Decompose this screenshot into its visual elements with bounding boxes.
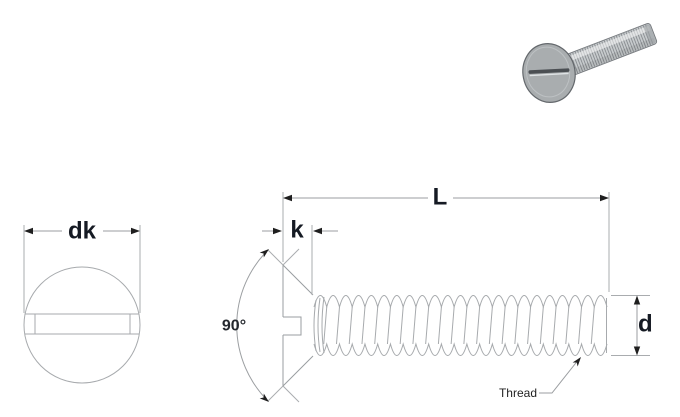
side-view-head <box>267 248 314 403</box>
screw-3d-head <box>522 43 576 103</box>
head-slot-notch <box>283 316 302 336</box>
dk-arrow-left <box>24 227 33 235</box>
dk-arrow-right <box>131 227 140 235</box>
cone-extension-bottom <box>267 385 284 402</box>
thread-runout-curves <box>313 296 325 354</box>
angle-label: 90° <box>222 318 246 335</box>
screw-3d-render <box>522 23 658 103</box>
angle-arc <box>236 249 269 402</box>
angle-dimension: 90° <box>222 249 269 402</box>
length-arrow-right <box>600 194 609 202</box>
thread-crests-bottom <box>313 342 608 356</box>
thread-diameter-arrow-bottom <box>633 346 641 356</box>
length-label: L <box>433 184 448 211</box>
screw-side-view: 90° L k d <box>222 184 653 403</box>
angle-arrow-top <box>259 249 269 258</box>
head-height-dimension: k <box>262 217 338 295</box>
thread-diameter-label: d <box>638 311 653 338</box>
angle-arrow-bottom <box>259 393 269 402</box>
length-dimension: L <box>282 184 610 292</box>
head-height-arrow-left <box>273 227 282 235</box>
thread-leader-line <box>539 358 580 394</box>
length-arrow-left <box>283 194 292 202</box>
head-height-label: k <box>290 217 304 244</box>
dk-label: dk <box>68 218 97 245</box>
screw-3d-slot <box>528 68 570 77</box>
thread-leader-arrow <box>572 357 581 367</box>
screw-3d-shank <box>560 23 658 78</box>
thread-callout: Thread <box>499 357 581 400</box>
thread-flanks <box>323 306 595 345</box>
head-height-arrow-right <box>313 227 322 235</box>
cone-surface-bottom <box>282 355 314 387</box>
side-view-threads <box>313 295 608 356</box>
thread-diameter-dimension: d <box>611 295 653 356</box>
head-top-view: dk <box>23 218 141 384</box>
dk-dimension: dk <box>23 218 141 313</box>
thread-callout-label: Thread <box>499 386 537 400</box>
thread-crests-top <box>313 295 608 309</box>
thread-diameter-arrow-top <box>633 295 641 305</box>
cone-crossline-top <box>282 248 300 266</box>
cone-surface-top <box>282 264 314 296</box>
head-outline-circle <box>23 266 141 384</box>
cone-extension-top <box>267 249 284 266</box>
cone-crossline-bottom <box>282 385 300 403</box>
